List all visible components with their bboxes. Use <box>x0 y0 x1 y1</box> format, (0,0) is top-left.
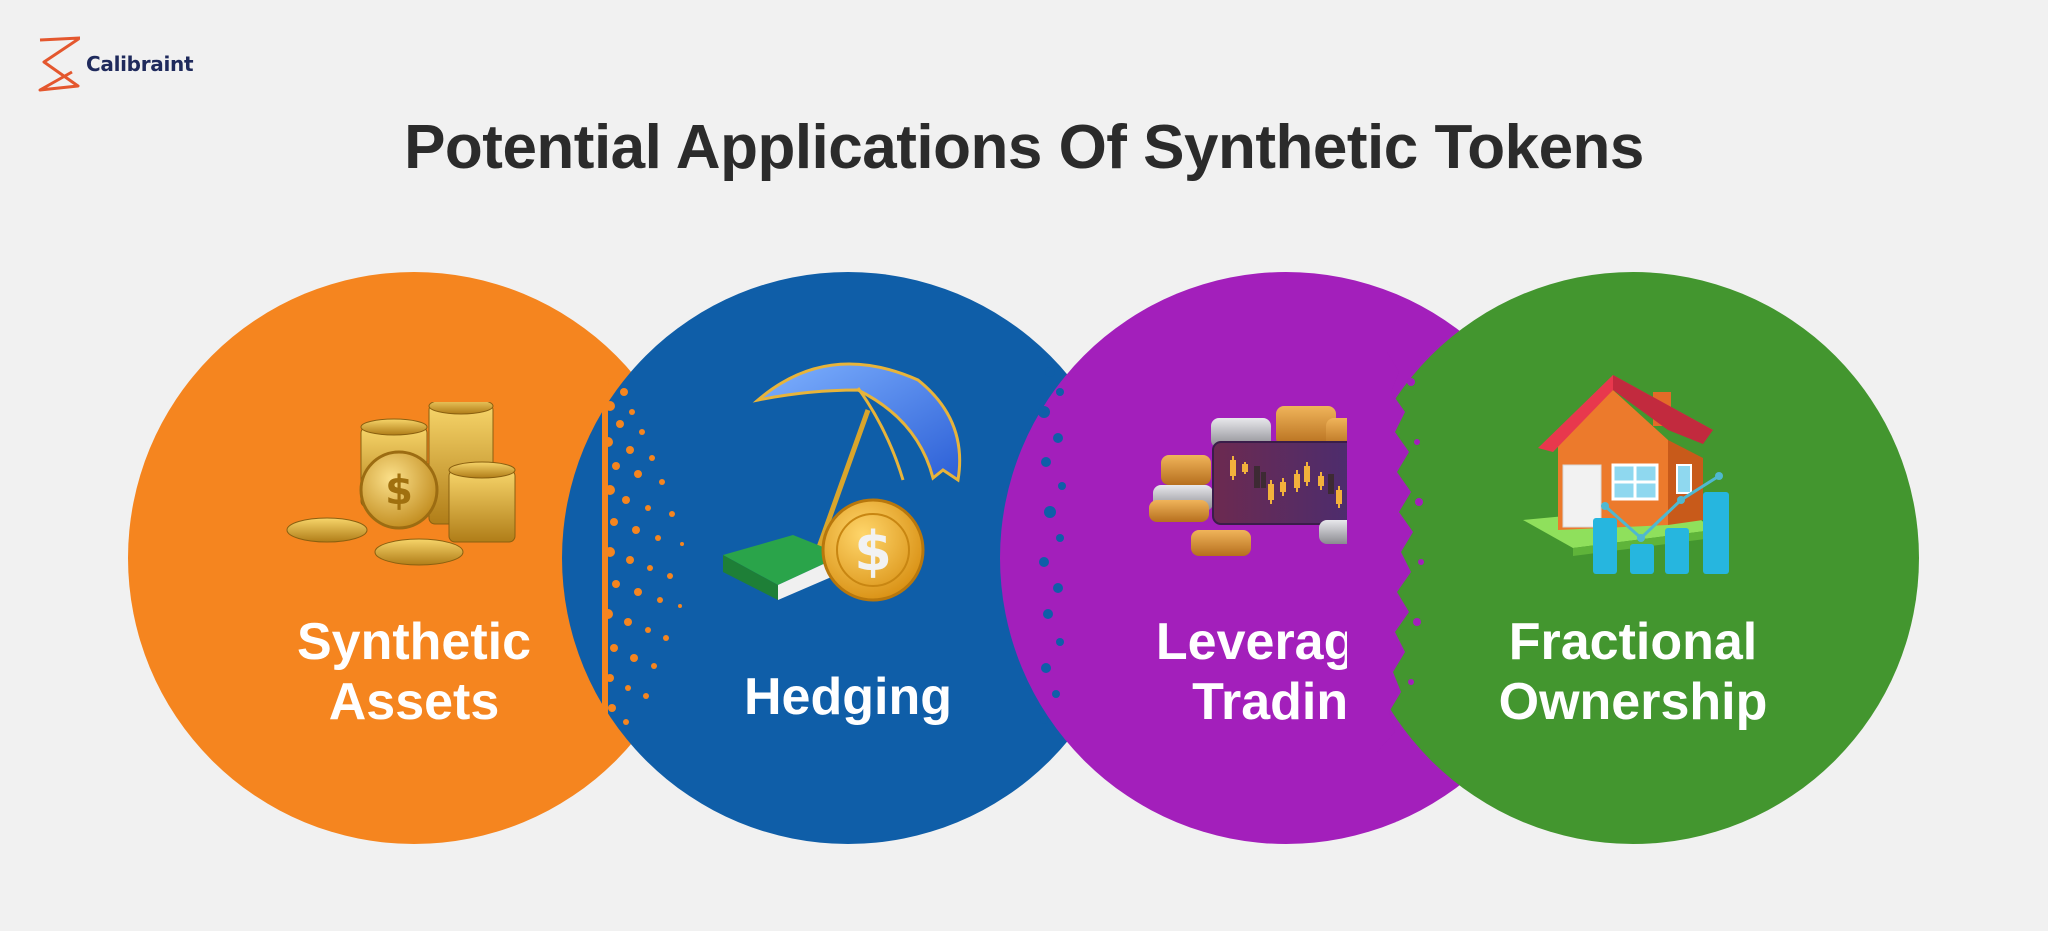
page-title: Potential Applications Of Synthetic Toke… <box>404 113 1644 182</box>
particle-scatter-decoration <box>1347 352 1424 752</box>
application-label: Synthetic Assets <box>296 613 532 731</box>
application-label: Fractional Ownership <box>1498 613 1768 731</box>
application-label: Hedging <box>744 668 952 726</box>
umbrella-coin-cash-icon: $ <box>718 350 978 615</box>
particle-scatter-decoration <box>602 362 684 742</box>
svg-text:$: $ <box>385 468 413 514</box>
gold-coins-stack-icon: $ <box>269 397 559 577</box>
house-bar-chart-icon <box>1513 370 1753 585</box>
particle-scatter-decoration <box>1038 367 1066 724</box>
brand-name: Calibraint <box>86 52 194 76</box>
svg-text:$: $ <box>854 520 892 583</box>
application-card-hedging: $ Hedging <box>562 272 1134 844</box>
brand-logo[interactable]: Calibraint <box>36 36 194 92</box>
application-card-fractional-ownership: Fractional Ownership <box>1347 272 1919 844</box>
calibraint-logo-icon <box>38 36 80 92</box>
